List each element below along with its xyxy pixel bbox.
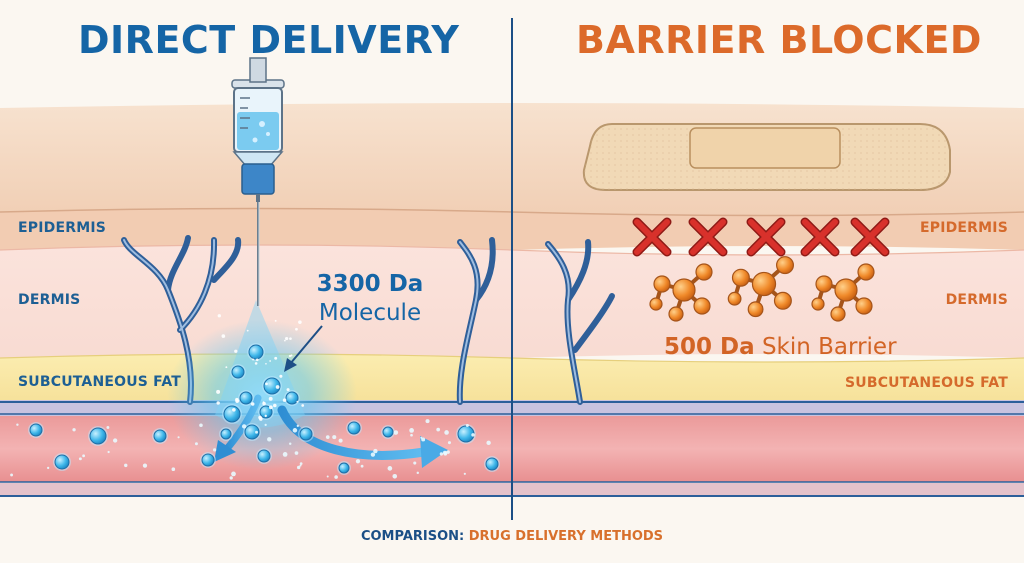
footer-caption: COMPARISON: DRUG DELIVERY METHODS bbox=[0, 529, 1024, 544]
molecule-size-label: 3300 Da Molecule bbox=[300, 272, 440, 327]
footer-highlight: DRUG DELIVERY METHODS bbox=[469, 529, 663, 544]
drug-molecule-dot bbox=[240, 392, 252, 404]
drug-molecule-dot bbox=[286, 392, 298, 404]
drug-molecule-dot bbox=[258, 450, 270, 462]
footer-prefix: COMPARISON: bbox=[361, 529, 464, 544]
drug-molecule-dot bbox=[224, 406, 240, 422]
label-dermis-right: DERMIS bbox=[946, 292, 1008, 308]
drug-molecule-dot bbox=[154, 430, 166, 442]
label-dermis-left: DERMIS bbox=[18, 292, 80, 308]
label-fat-left: SUBCUTANEOUS FAT bbox=[18, 374, 181, 390]
drug-molecule-dot bbox=[202, 454, 214, 466]
drug-molecule-dot bbox=[300, 428, 312, 440]
drug-molecule-dot bbox=[55, 455, 69, 469]
label-epidermis-left: EPIDERMIS bbox=[18, 220, 106, 236]
barrier-text: Skin Barrier bbox=[762, 334, 897, 360]
drug-molecule-dot bbox=[348, 422, 360, 434]
drug-molecule-dot bbox=[232, 366, 244, 378]
molecule-text: Molecule bbox=[300, 301, 440, 326]
drug-molecule-dot bbox=[221, 429, 231, 439]
drug-molecule-dot bbox=[90, 428, 106, 444]
title-direct-delivery: DIRECT DELIVERY bbox=[78, 18, 459, 62]
barrier-value: 500 Da bbox=[664, 334, 755, 360]
drug-molecule-dot bbox=[249, 345, 263, 359]
title-barrier-blocked: BARRIER BLOCKED bbox=[576, 18, 982, 62]
barrier-size-label: 500 Da Skin Barrier bbox=[664, 334, 897, 360]
label-fat-right: SUBCUTANEOUS FAT bbox=[845, 375, 1008, 391]
bandage-patch-icon bbox=[584, 124, 950, 190]
molecule-value: 3300 Da bbox=[300, 272, 440, 297]
drug-molecule-dot bbox=[486, 458, 498, 470]
drug-molecule-dot bbox=[383, 427, 393, 437]
label-epidermis-right: EPIDERMIS bbox=[920, 220, 1008, 236]
drug-molecule-dot bbox=[339, 463, 349, 473]
drug-molecule-dot bbox=[30, 424, 42, 436]
